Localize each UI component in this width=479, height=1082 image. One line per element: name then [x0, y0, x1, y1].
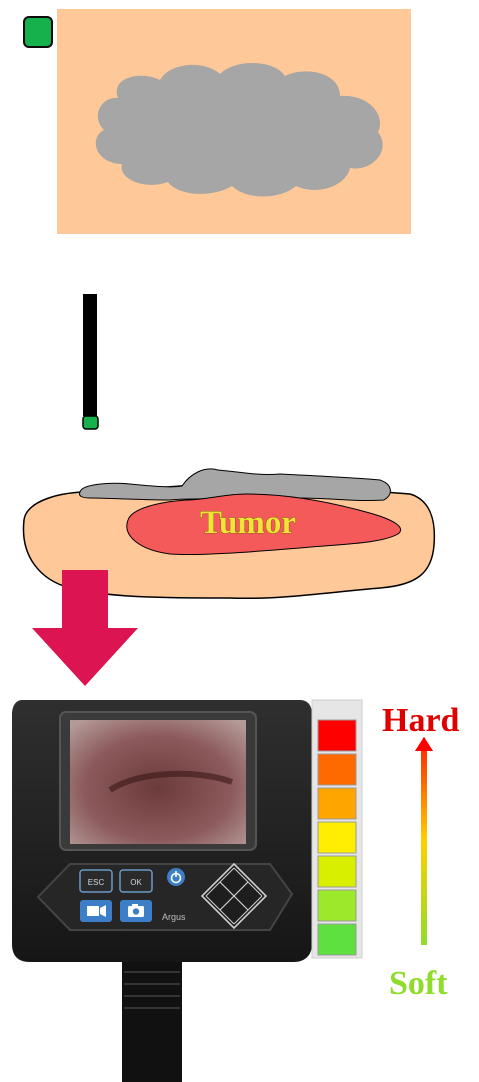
- probe: [83, 294, 98, 429]
- camera-icon[interactable]: [120, 900, 152, 922]
- marker-square-top: [24, 17, 52, 47]
- hardness-color-scale: [312, 700, 362, 958]
- hardness-gradient-arrow: [415, 737, 433, 945]
- tumor-label: Tumor: [200, 505, 296, 541]
- hard-label: Hard: [382, 702, 460, 739]
- device-handle: [122, 948, 182, 1082]
- scale-segment-4: [318, 822, 356, 853]
- scale-segment-1: [318, 720, 356, 751]
- device-brand: Argus: [162, 912, 186, 922]
- ok-button-label: OK: [130, 878, 142, 887]
- scale-segment-5: [318, 856, 356, 887]
- scale-segment-7: [318, 924, 356, 955]
- video-icon[interactable]: [80, 900, 112, 922]
- scale-segment-3: [318, 788, 356, 819]
- probe-tip-marker: [83, 416, 98, 429]
- skin-top-view: [57, 9, 411, 234]
- device-screen: [70, 720, 246, 844]
- power-icon[interactable]: [167, 868, 185, 886]
- scale-segment-2: [318, 754, 356, 785]
- scale-segment-6: [318, 890, 356, 921]
- esc-button-label: ESC: [88, 878, 105, 887]
- imaging-device: ESC OK Argus: [12, 700, 312, 1082]
- soft-label: Soft: [389, 965, 448, 1002]
